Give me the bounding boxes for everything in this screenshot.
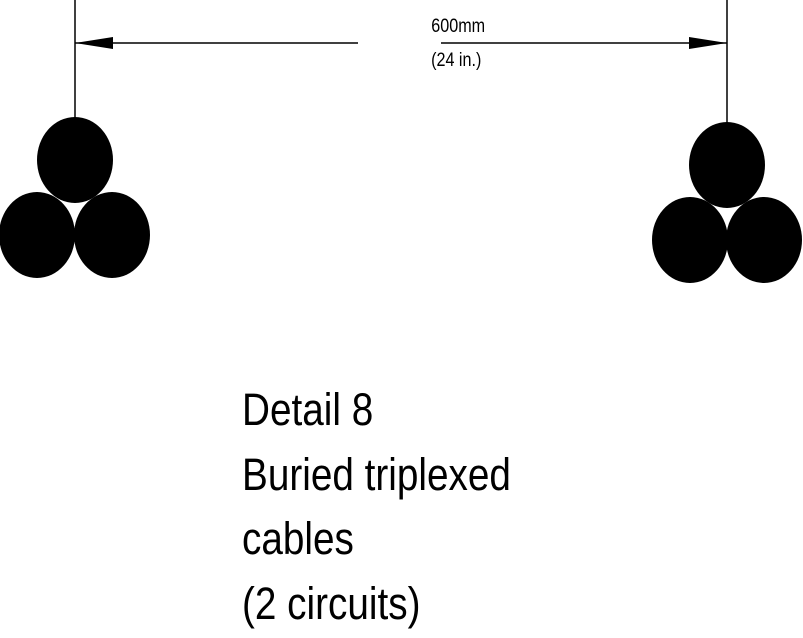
right-cable-conductor-top [689,122,765,208]
right-arrowhead [689,37,727,49]
left-cable-conductor-bottom-left [0,192,75,278]
caption-description: Buried triplexed [242,448,511,500]
detail-caption: Detail 8 Buried triplexed cables (2 circ… [242,378,603,636]
caption-detail-number: Detail 8 [242,384,374,435]
right-triplex-cable [652,122,802,283]
caption-circuit-count: (2 circuits) [242,577,421,629]
left-cable-conductor-top [37,117,113,203]
left-triplex-cable [0,117,150,278]
dimension-imperial-label: (24 in.) [431,49,481,71]
left-arrowhead [75,37,113,49]
dimension-metric-label: 600mm [431,15,485,37]
right-cable-conductor-bottom-left [652,197,728,283]
right-cable-conductor-bottom-right [726,197,802,283]
caption-description-cont: cables [242,513,354,564]
left-cable-conductor-bottom-right [74,192,150,278]
